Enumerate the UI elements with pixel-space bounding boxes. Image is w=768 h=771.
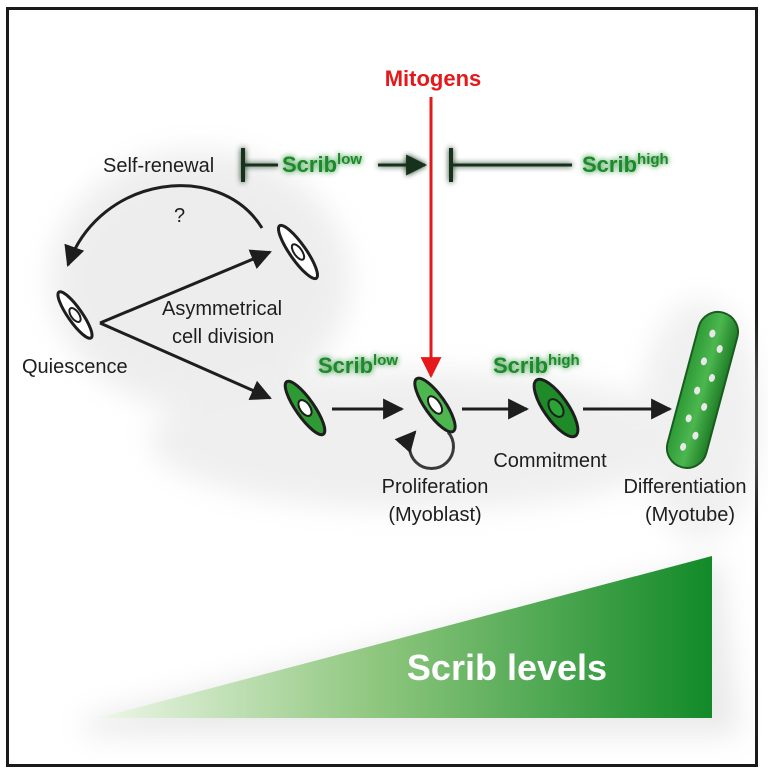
myotube — [665, 310, 740, 469]
scrib-high-mid-label: Scribhigh — [493, 352, 580, 378]
question-mark: ? — [174, 205, 185, 227]
proliferation-label: Proliferation — [382, 476, 489, 498]
asym-label-line2: cell division — [172, 326, 274, 348]
self-renewal-arrow — [64, 184, 264, 267]
quiescent-cell — [56, 290, 94, 340]
scrib-low-top-label: Scriblow — [282, 151, 362, 177]
committed-cell — [532, 377, 580, 439]
asym-label-line1: Asymmetrical — [162, 298, 282, 320]
scrib-high-inhibition — [449, 148, 572, 182]
scrib-low-inhibition — [241, 148, 428, 182]
myoblast-cell — [413, 376, 457, 434]
commitment-label: Commitment — [493, 450, 607, 472]
self-renewal-label: Self-renewal — [103, 155, 214, 177]
mitogens-label: Mitogens — [385, 66, 482, 91]
self-renewed-cell — [277, 223, 319, 281]
scrib-low-mid-label: Scriblow — [318, 352, 398, 378]
proliferation-cycle-arrow — [394, 430, 455, 471]
myoblast-label: (Myoblast) — [388, 504, 481, 526]
asym-down-arrow — [99, 321, 272, 400]
scrib-level-triangle — [98, 556, 712, 718]
scrib-high-top-label: Scribhigh — [582, 151, 669, 177]
differentiation-label: Differentiation — [623, 476, 746, 498]
asym-up-arrow — [99, 249, 272, 325]
quiescence-label: Quiescence — [22, 356, 128, 378]
activated-cell — [283, 379, 327, 437]
scrib-levels-label: Scrib levels — [407, 647, 607, 688]
myotube-label: (Myotube) — [645, 504, 735, 526]
